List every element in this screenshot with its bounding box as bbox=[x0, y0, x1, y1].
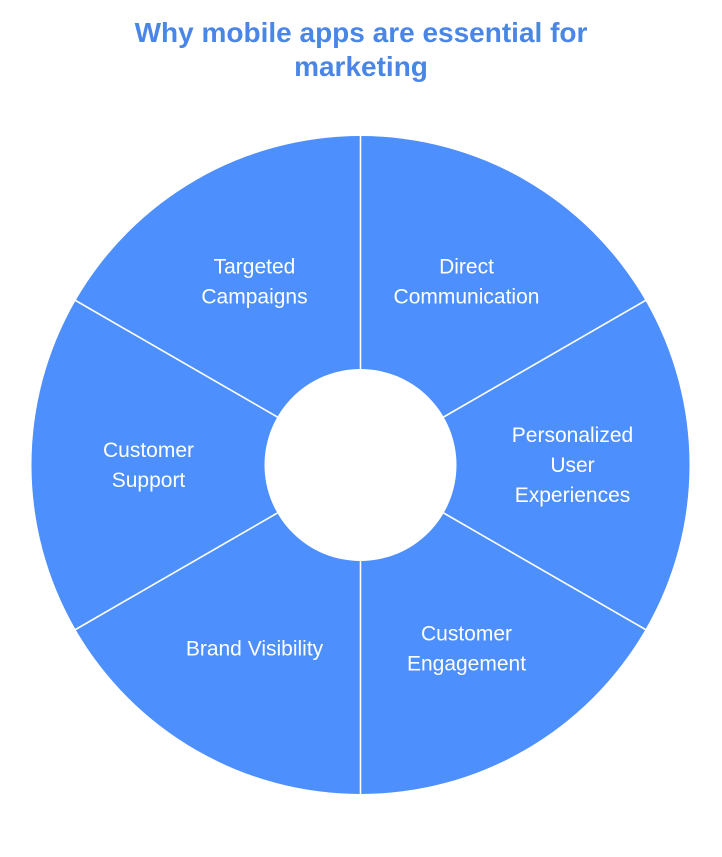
segments-layer bbox=[31, 136, 690, 794]
segment-separator bbox=[443, 512, 647, 631]
segment-targeted-campaigns bbox=[75, 136, 361, 465]
segment-label-line: Brand Visibility bbox=[186, 638, 324, 661]
diagram-title: Why mobile apps are essential for market… bbox=[0, 16, 722, 84]
segment-label-line: Targeted bbox=[214, 255, 296, 278]
segment-personalized-user-experiences bbox=[360, 300, 690, 630]
segment-separator bbox=[74, 299, 278, 418]
title-line-1: Why mobile apps are essential for bbox=[134, 17, 588, 48]
segment-brand-visibility bbox=[75, 465, 361, 794]
segment-label-line: Customer bbox=[421, 623, 512, 646]
segment-label-line: Campaigns bbox=[201, 285, 307, 308]
segment-label-line: Communication bbox=[394, 285, 540, 308]
segment-customer-support bbox=[31, 300, 361, 630]
separators-layer bbox=[74, 135, 647, 795]
segment-customer-engagement bbox=[360, 465, 646, 794]
segment-separator bbox=[443, 299, 647, 418]
segment-separator bbox=[74, 512, 278, 631]
segment-label-line: Engagement bbox=[407, 653, 526, 676]
segment-label-line: Experiences bbox=[515, 484, 631, 507]
segment-label-line: Personalized bbox=[512, 424, 633, 447]
segment-label-line: Direct bbox=[439, 255, 494, 278]
center-hole bbox=[264, 369, 457, 561]
title-line-2: marketing bbox=[294, 51, 428, 82]
segment-label-line: User bbox=[550, 454, 594, 477]
segment-label-brand-visibility: Brand Visibility bbox=[186, 638, 324, 661]
segment-label-line: Support bbox=[112, 469, 186, 492]
segment-direct-communication bbox=[360, 136, 646, 465]
segment-label-line: Customer bbox=[103, 439, 194, 462]
